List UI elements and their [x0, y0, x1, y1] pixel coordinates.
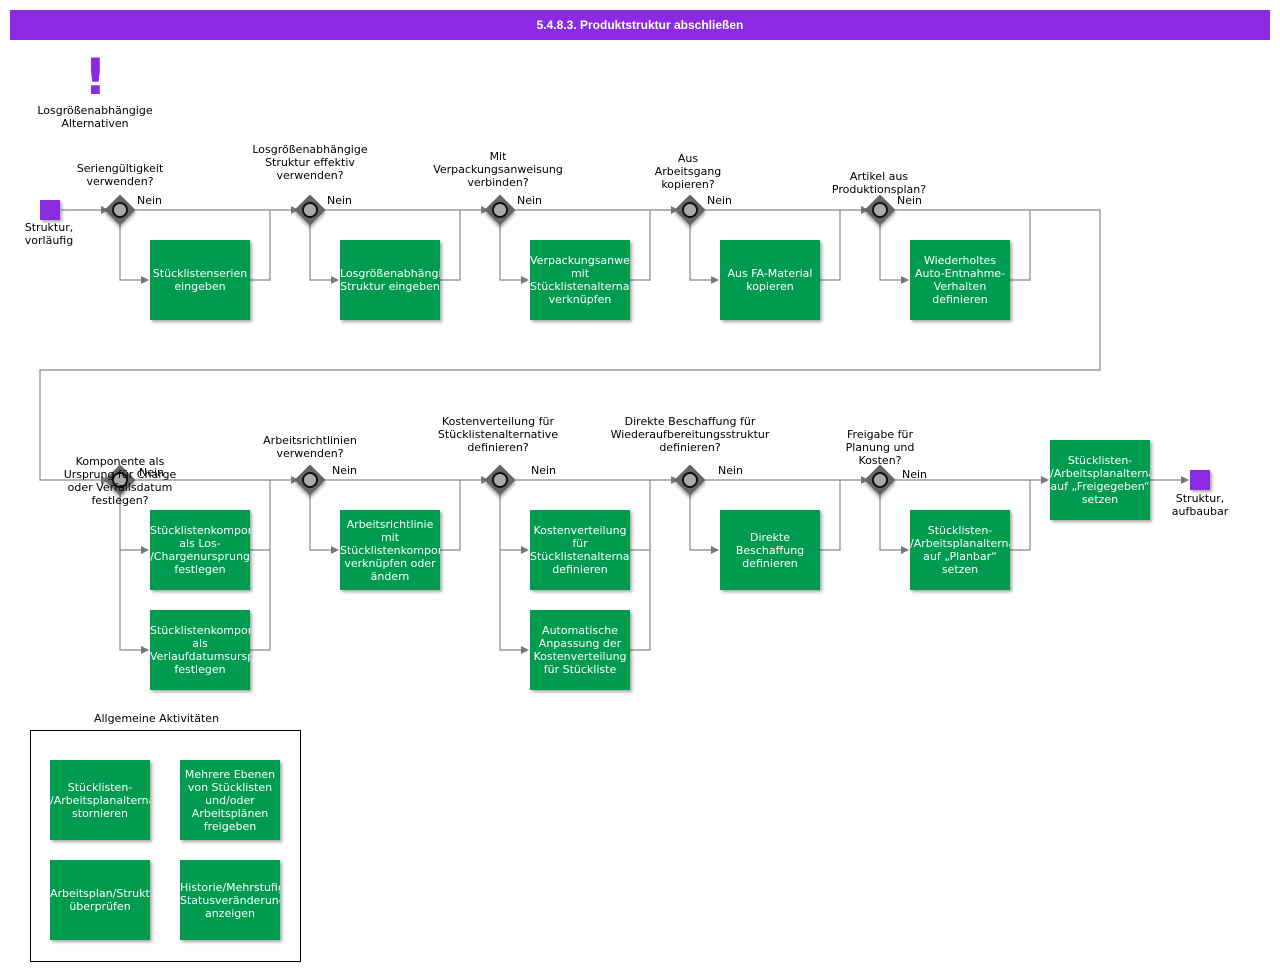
decision-label-10: Freigabe für Planung und Kosten?	[845, 428, 915, 467]
task-label: Stücklisten- /Arbeitsplanalternative sto…	[50, 780, 150, 820]
task-label: Automatische Anpassung der Kostenverteil…	[533, 624, 627, 676]
task-chargenursprung-festlegen[interactable]: Stücklistenkomponente als Los- /Chargenu…	[150, 510, 250, 590]
task-auto-entnahme-verhalten[interactable]: Wiederholtes Auto-Entnahme- Verhalten de…	[910, 240, 1010, 320]
no-label: Nein	[718, 464, 744, 477]
no-label: Nein	[897, 194, 923, 207]
decision-label-5: Artikel aus Produktionsplan?	[831, 170, 927, 196]
task-auf-planbar-setzen[interactable]: Stücklisten- /Arbeitsplanalternative auf…	[910, 510, 1010, 590]
no-label: Nein	[707, 194, 733, 207]
task-label: Verpackungsanweisung mit Stücklistenalte…	[530, 254, 630, 306]
no-label: Nein	[139, 466, 165, 479]
decision-label-1: Seriengültigkeit verwenden?	[76, 162, 164, 188]
general-activities-group	[30, 730, 301, 962]
task-aus-fa-material-kopieren[interactable]: Aus FA-Material kopieren	[720, 240, 820, 320]
decision-label-6: Komponente als Ursprung für Charge oder …	[63, 455, 177, 507]
task-statusveraenderungen-anzeigen[interactable]: Historie/Mehrstufige Statusveränderungen…	[180, 860, 280, 940]
decision-label-2: Losgrößenabhängige Struktur effektiv ver…	[252, 143, 368, 182]
task-label: Arbeitsrichtlinie mit Stücklistenkompone…	[340, 517, 440, 583]
gateway-7-marker-icon	[302, 472, 318, 488]
task-label: Aus FA-Material kopieren	[727, 267, 813, 293]
task-stuecklistenserien-eingeben[interactable]: Stücklistenserien eingeben	[150, 240, 250, 320]
gateway-2-marker-icon	[302, 202, 318, 218]
no-label: Nein	[327, 194, 353, 207]
task-arbeitsrichtlinie-verknuepfen[interactable]: Arbeitsrichtlinie mit Stücklistenkompone…	[340, 510, 440, 590]
task-verlaufdatumsursprung-festlegen[interactable]: Stücklistenkomponente als Verlaufdatumsu…	[150, 610, 250, 690]
gateway-10-marker-icon	[872, 472, 888, 488]
task-verpackungsanweisung-verknuepfen[interactable]: Verpackungsanweisung mit Stücklistenalte…	[530, 240, 630, 320]
general-group-title: Allgemeine Aktivitäten	[93, 712, 220, 725]
annotation-exclamation-icon: !	[84, 48, 107, 106]
gateway-4-marker-icon	[682, 202, 698, 218]
gateway-1-marker-icon	[112, 202, 128, 218]
gateway-9-marker-icon	[682, 472, 698, 488]
no-label: Nein	[332, 464, 358, 477]
no-label: Nein	[531, 464, 557, 477]
no-label: Nein	[902, 468, 928, 481]
task-label: Losgrößenabhängige Struktur eingeben	[340, 267, 440, 293]
task-mehrere-ebenen-freigeben[interactable]: Mehrere Ebenen von Stücklisten und/oder …	[180, 760, 280, 840]
decision-label-3: Mit Verpackungsanweisung verbinden?	[433, 150, 563, 189]
task-label: Kostenverteilung für Stücklistenalternat…	[530, 524, 630, 576]
gateway-8-marker-icon	[492, 472, 508, 488]
decision-label-7: Arbeitsrichtlinien verwenden?	[263, 434, 357, 460]
page-title: 5.4.8.3. Produktstruktur abschließen	[10, 10, 1270, 40]
task-label: Arbeitsplan/Strukturalternative überprüf…	[50, 887, 150, 913]
decision-label-8: Kostenverteilung für Stücklistenalternat…	[437, 415, 559, 454]
gateway-5-marker-icon	[872, 202, 888, 218]
end-event-label: Struktur, aufbaubar	[1171, 492, 1229, 518]
start-event-label: Struktur, vorläufig	[24, 221, 74, 247]
task-automatische-anpassung-kostenverteilung[interactable]: Automatische Anpassung der Kostenverteil…	[530, 610, 630, 690]
task-label: Stücklistenserien eingeben	[152, 267, 248, 293]
decision-label-9: Direkte Beschaffung für Wiederaufbereitu…	[610, 415, 770, 454]
task-label: Stücklistenkomponente als Verlaufdatumsu…	[150, 624, 250, 676]
task-direkte-beschaffung-definieren[interactable]: Direkte Beschaffung definieren	[720, 510, 820, 590]
task-label: Stücklistenkomponente als Los- /Chargenu…	[150, 524, 250, 576]
task-label: Mehrere Ebenen von Stücklisten und/oder …	[184, 767, 276, 833]
task-label: Stücklisten- /Arbeitsplanalternative auf…	[1050, 454, 1150, 506]
decision-label-4: Aus Arbeitsgang kopieren?	[654, 152, 722, 191]
no-label: Nein	[137, 194, 163, 207]
task-label: Stücklisten- /Arbeitsplanalternative auf…	[910, 524, 1010, 576]
task-kostenverteilung-definieren[interactable]: Kostenverteilung für Stücklistenalternat…	[530, 510, 630, 590]
task-strukturalternative-ueberpruefen[interactable]: Arbeitsplan/Strukturalternative überprüf…	[50, 860, 150, 940]
task-losgroessenabhaengige-struktur[interactable]: Losgrößenabhängige Struktur eingeben	[340, 240, 440, 320]
task-label: Historie/Mehrstufige Statusveränderungen…	[180, 880, 280, 920]
annotation-label: Losgrößenabhängige Alternativen	[37, 104, 153, 130]
task-auf-freigegeben-setzen[interactable]: Stücklisten- /Arbeitsplanalternative auf…	[1050, 440, 1150, 520]
gateway-6-marker-icon	[112, 472, 128, 488]
gateway-3-marker-icon	[492, 202, 508, 218]
task-label: Direkte Beschaffung definieren	[735, 530, 805, 570]
start-event[interactable]	[40, 200, 60, 220]
task-alternative-stornieren[interactable]: Stücklisten- /Arbeitsplanalternative sto…	[50, 760, 150, 840]
end-event[interactable]	[1190, 470, 1210, 490]
no-label: Nein	[517, 194, 543, 207]
task-label: Wiederholtes Auto-Entnahme- Verhalten de…	[914, 254, 1006, 306]
